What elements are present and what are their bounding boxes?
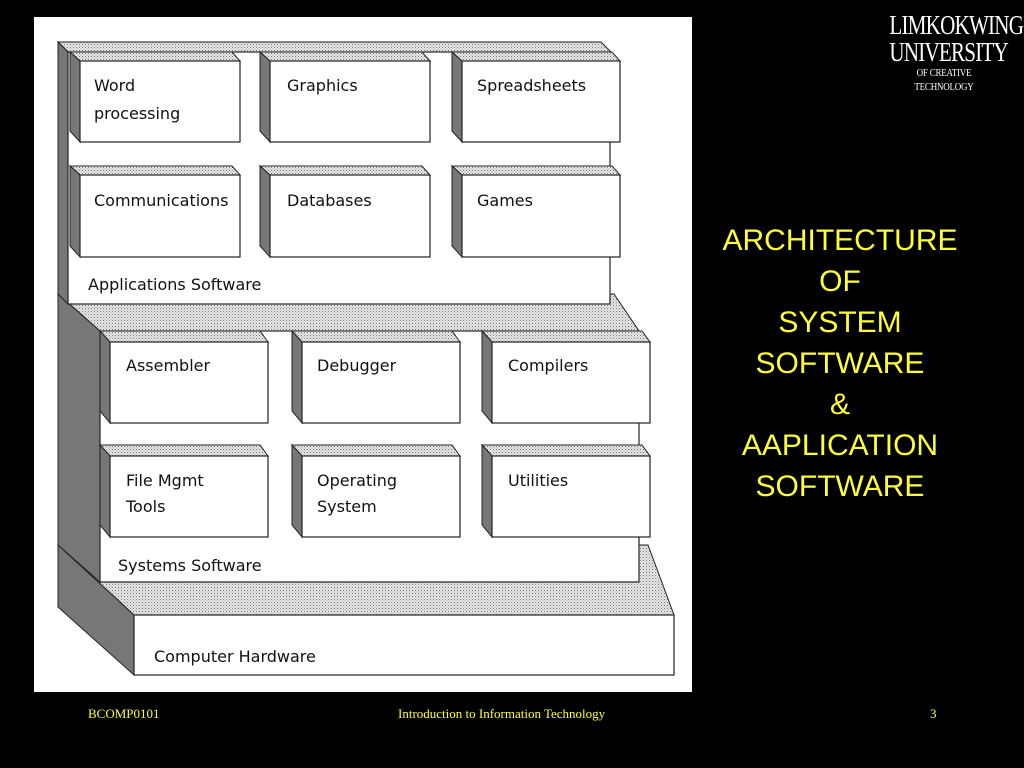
box-communications-label: Communications bbox=[94, 191, 228, 210]
slide-title-line-6: AAPLICATION bbox=[741, 429, 939, 462]
logo-line-2: UNIVERSITY bbox=[889, 37, 1008, 67]
box-word-processing-label-line2: processing bbox=[94, 104, 180, 123]
box-debugger-label: Debugger bbox=[317, 356, 397, 375]
box-word-processing: Word processing bbox=[68, 50, 242, 144]
box-word-processing-label-line1: Word bbox=[94, 76, 135, 95]
footer-page-number: 3 bbox=[930, 706, 937, 721]
box-operating-system-label-line2: System bbox=[317, 497, 377, 516]
slide-title-line-4: SOFTWARE bbox=[755, 347, 925, 380]
architecture-diagram: Computer Hardware Systems Software Assem… bbox=[56, 40, 675, 677]
box-debugger: Debugger bbox=[290, 329, 461, 425]
systems-layer: Systems Software Assembler Debugger Comp… bbox=[56, 292, 651, 584]
footer-course-name: Introduction to Information Technology bbox=[398, 706, 606, 721]
applications-layer-label: Applications Software bbox=[88, 275, 261, 294]
box-databases: Databases bbox=[258, 164, 432, 259]
applications-layer: Applications Software Word processing Gr… bbox=[56, 40, 622, 306]
hardware-layer-label: Computer Hardware bbox=[154, 647, 316, 666]
box-graphics-label: Graphics bbox=[287, 76, 358, 95]
box-graphics: Graphics bbox=[258, 50, 432, 144]
box-spreadsheets-label: Spreadsheets bbox=[477, 76, 586, 95]
box-games: Games bbox=[450, 164, 622, 259]
slide-title-line-3: SYSTEM bbox=[778, 306, 902, 339]
box-file-mgmt-tools: File Mgmt Tools bbox=[98, 443, 269, 539]
university-logo: LIMKOKWING UNIVERSITY OF CREATIVE TECHNO… bbox=[874, 10, 1024, 94]
box-assembler: Assembler bbox=[98, 329, 269, 425]
systems-layer-side bbox=[57, 292, 101, 584]
footer-course-code: BCOMP0101 bbox=[88, 706, 160, 721]
hardware-layer-front bbox=[133, 614, 675, 676]
box-databases-label: Databases bbox=[287, 191, 372, 210]
logo-line-3: OF CREATIVE TECHNOLOGY bbox=[914, 67, 974, 93]
slide-title-line-2: OF bbox=[819, 265, 861, 298]
box-file-mgmt-tools-label-line1: File Mgmt bbox=[126, 471, 204, 490]
slide-title-line-5: & bbox=[829, 388, 850, 421]
slide-title-line-7: SOFTWARE bbox=[755, 470, 925, 503]
box-operating-system-label-line1: Operating bbox=[317, 471, 397, 490]
applications-layer-side bbox=[57, 40, 69, 306]
box-compilers: Compilers bbox=[480, 329, 651, 425]
slide-title: ARCHITECTURE OF SYSTEM SOFTWARE & AAPLIC… bbox=[700, 220, 980, 507]
systems-layer-label: Systems Software bbox=[118, 556, 262, 575]
box-games-label: Games bbox=[477, 191, 533, 210]
box-communications: Communications bbox=[68, 164, 242, 259]
box-spreadsheets: Spreadsheets bbox=[450, 50, 622, 144]
box-compilers-label: Compilers bbox=[508, 356, 588, 375]
logo-line-1: LIMKOKWING bbox=[889, 10, 1024, 40]
diagram-panel: Computer Hardware Systems Software Assem… bbox=[34, 17, 692, 692]
slide-title-line-1: ARCHITECTURE bbox=[722, 224, 958, 257]
box-utilities-label: Utilities bbox=[508, 471, 568, 490]
applications-layer-top bbox=[56, 41, 613, 53]
box-utilities: Utilities bbox=[480, 443, 651, 539]
box-file-mgmt-tools-label-line2: Tools bbox=[125, 497, 165, 516]
box-assembler-label: Assembler bbox=[126, 356, 210, 375]
box-operating-system: Operating System bbox=[290, 443, 461, 539]
